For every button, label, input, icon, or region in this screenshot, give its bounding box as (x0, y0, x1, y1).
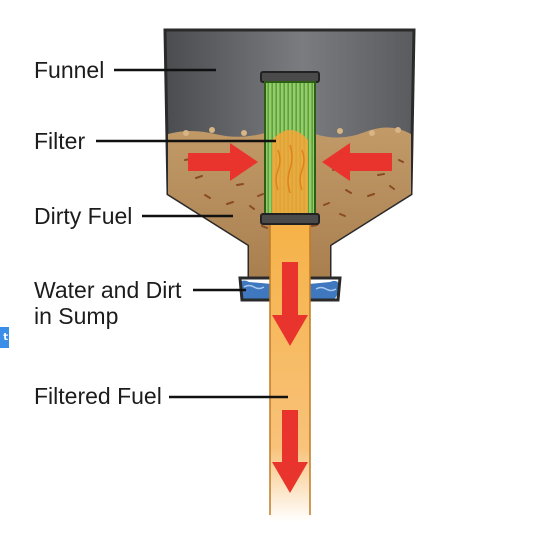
edge-badge[interactable]: t (0, 327, 9, 348)
filter-label: Filter (34, 128, 86, 154)
filter-cap (260, 71, 320, 83)
leader-lines (96, 68, 288, 399)
filter-base (260, 213, 320, 225)
filter-inner-flow (272, 130, 308, 216)
water-dirt-label-line1: Water and Dirt (34, 277, 182, 303)
filtered-fuel-label: Filtered Fuel (34, 383, 162, 409)
fuel-surface-bits (183, 127, 401, 136)
arrow-left-inflow (322, 143, 392, 181)
water-dirt-label-line2: in Sump (34, 303, 119, 329)
arrow-right-inflow (188, 143, 258, 181)
dirty-fuel-label: Dirty Fuel (34, 203, 133, 229)
arrow-down-upper (272, 262, 308, 346)
funnel-label: Funnel (34, 57, 105, 83)
arrow-down-lower (272, 410, 308, 493)
